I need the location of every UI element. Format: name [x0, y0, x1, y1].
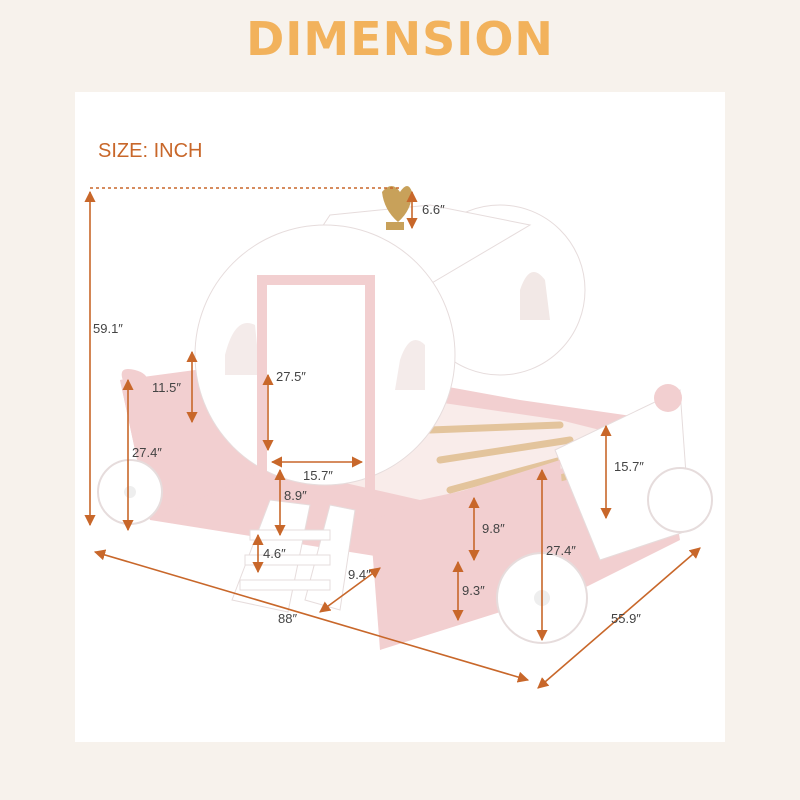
size-unit-label: SIZE: INCH — [98, 140, 203, 162]
dim-left-side-upper: 11.5″ — [152, 380, 181, 395]
page-title: DIMENSION — [246, 12, 554, 66]
dim-right-side-panel: 15.7″ — [614, 459, 644, 474]
dim-left-side-height: 27.4″ — [132, 445, 162, 460]
wheel-left — [97, 459, 163, 525]
dim-door-gap: 8.9″ — [284, 488, 307, 503]
dim-total-width: 55.9″ — [611, 611, 641, 626]
dim-step-width: 9.4″ — [348, 567, 371, 582]
carriage-top — [194, 204, 586, 515]
dim-total-height: 59.1″ — [93, 321, 123, 336]
dim-side-rail: 9.8″ — [482, 521, 505, 536]
dim-door-height: 27.5″ — [276, 369, 306, 384]
wheel-right-back — [647, 467, 713, 533]
dimension-lines — [84, 187, 701, 689]
dim-crown-height: 6.6″ — [422, 202, 445, 217]
dim-total-length: 88″ — [278, 611, 298, 626]
dim-right-wheel-height: 27.4″ — [546, 543, 576, 558]
dim-step-height: 4.6″ — [263, 546, 286, 561]
dim-door-width: 15.7″ — [303, 468, 333, 483]
crown-ornament — [382, 186, 412, 230]
dim-clearance: 9.3″ — [462, 583, 485, 598]
